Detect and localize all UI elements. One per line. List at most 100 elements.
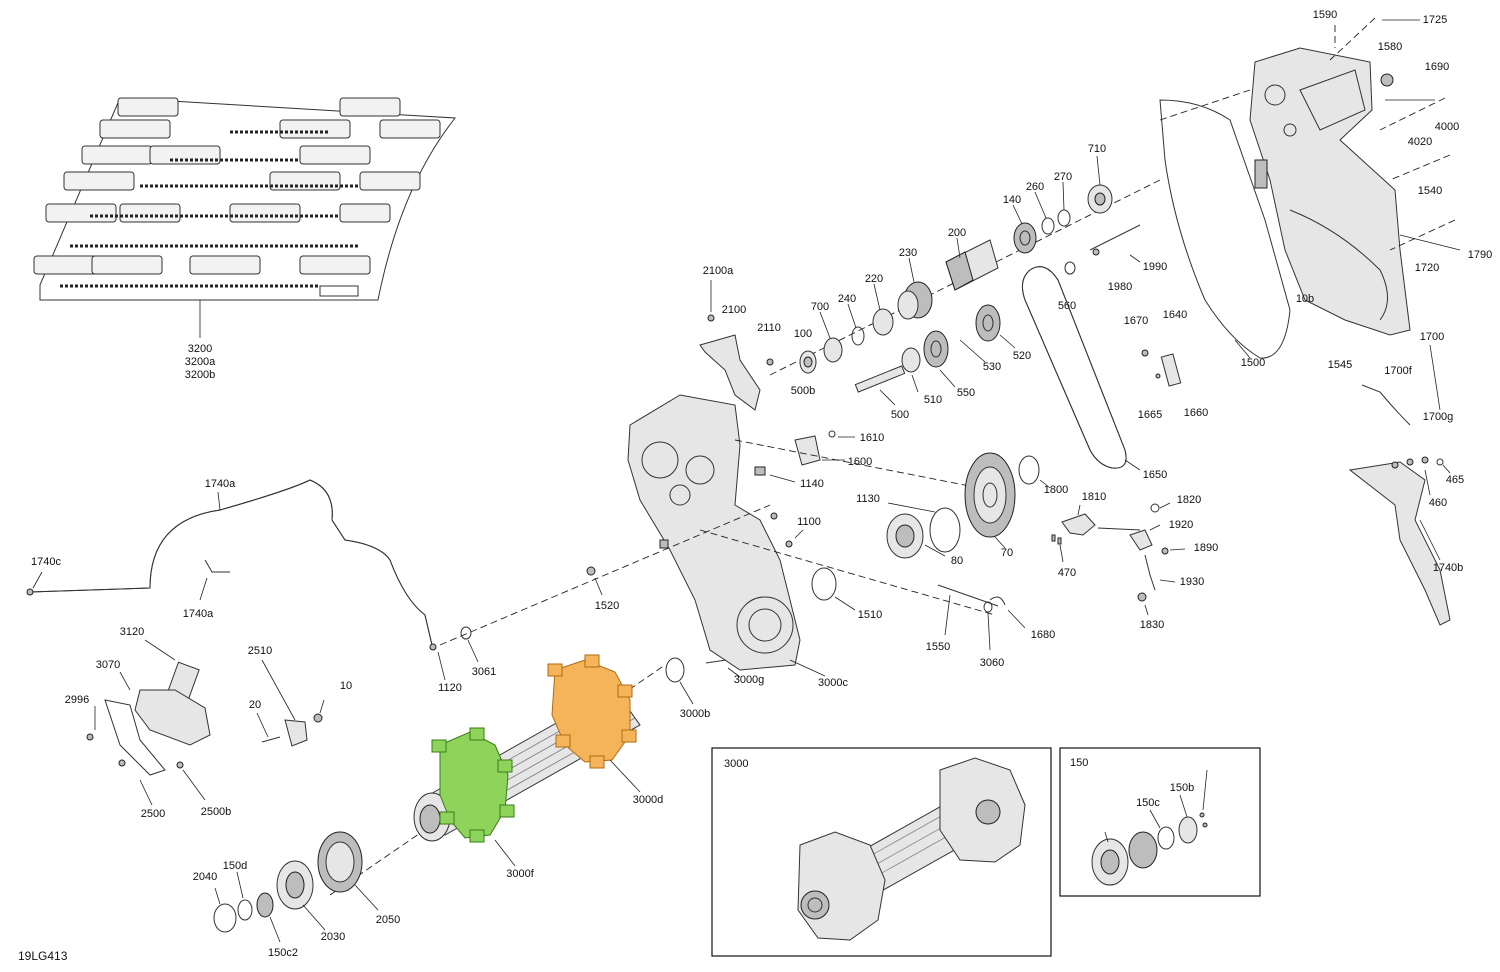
gear-230 bbox=[897, 281, 933, 320]
callout-1650: 1610 bbox=[860, 432, 884, 444]
callout-70: 1520 bbox=[595, 600, 619, 612]
callout-3200b: 3200b bbox=[185, 369, 216, 381]
sprocket-3000b bbox=[431, 727, 515, 843]
callout-3060: 3120 bbox=[120, 626, 144, 638]
callout-2030: 150d bbox=[223, 860, 247, 872]
ring-3000g bbox=[665, 657, 685, 683]
callout-1830: 470 bbox=[1058, 567, 1076, 579]
callout-1710: 1500 bbox=[1241, 357, 1265, 369]
circlip-270 bbox=[1057, 209, 1071, 227]
callout-1660: 1660 bbox=[1184, 407, 1208, 419]
bracket-2100 bbox=[699, 314, 774, 411]
callout-2040: 150c2 bbox=[268, 947, 298, 959]
callout-270: 270 bbox=[1054, 171, 1072, 183]
callout-1665: 1665 bbox=[1138, 409, 1162, 421]
callout-1810: 1820 bbox=[1177, 494, 1201, 506]
callout-4020: 4020 bbox=[1408, 136, 1432, 148]
callout-1820: 1920 bbox=[1169, 519, 1193, 531]
washer-260 bbox=[1041, 217, 1055, 235]
callout-500b: 500b bbox=[791, 385, 815, 397]
callout-1610: 1600 bbox=[848, 456, 872, 468]
callout-10b: 10b bbox=[1296, 293, 1314, 305]
callout-1890: 1930 bbox=[1180, 576, 1204, 588]
callout-700: 700 bbox=[811, 301, 829, 313]
callout-3200a: 3200a bbox=[185, 356, 216, 368]
callout-710: 710 bbox=[1088, 143, 1106, 155]
callout-2050: 2040 bbox=[193, 871, 217, 883]
callout-4000: 4000 bbox=[1435, 121, 1459, 133]
callout-1990: 1990 bbox=[1143, 261, 1167, 273]
gear-2040 bbox=[256, 892, 274, 918]
seal-700 bbox=[823, 337, 843, 363]
gear-140 bbox=[1013, 222, 1037, 254]
callout-3000b: 3000f bbox=[506, 868, 534, 880]
callout-1600: 1140 bbox=[800, 478, 824, 490]
callout-3070: 2500 bbox=[141, 808, 165, 820]
callout-2996: 2500b bbox=[201, 806, 232, 818]
callout-470: 465 bbox=[1446, 474, 1464, 486]
callout-230: 230 bbox=[899, 247, 917, 259]
callout-1540: 1540 bbox=[1418, 185, 1442, 197]
callout-560: 560 bbox=[1058, 300, 1076, 312]
callout-1980: 1980 bbox=[1108, 281, 1132, 293]
callout-1800: 1810 bbox=[1082, 491, 1106, 503]
gear-520 bbox=[975, 304, 1001, 342]
lever-2500 bbox=[284, 719, 308, 747]
callout-200: 200 bbox=[948, 227, 966, 239]
callout-2110: 2110 bbox=[757, 322, 781, 334]
callout-150d: 150c bbox=[1136, 797, 1160, 809]
bearing-220 bbox=[872, 308, 894, 336]
bearing-housing-3000d bbox=[317, 831, 363, 893]
callout-150c2: 150b bbox=[1170, 782, 1194, 794]
callout-460: 1740b bbox=[1433, 562, 1464, 574]
seal-3000f bbox=[276, 860, 314, 910]
inset-3000 bbox=[711, 747, 1052, 957]
callout-100: 100 bbox=[794, 328, 812, 340]
shift-fork-1800 bbox=[1051, 503, 1169, 602]
inset-150 bbox=[1059, 747, 1261, 897]
callout-1740a-2: 1120 bbox=[438, 682, 462, 694]
callout-1500: 1650 bbox=[1143, 469, 1167, 481]
callout-1140: 1800 bbox=[1044, 484, 1068, 496]
callout-140: 140 bbox=[1003, 194, 1021, 206]
callout-2100: 2100 bbox=[722, 304, 746, 316]
callout-1690: 1690 bbox=[1425, 61, 1449, 73]
callout-1740c: 1740a bbox=[183, 608, 214, 620]
callout-1100: 1510 bbox=[858, 609, 882, 621]
callout-3000c: 3000d bbox=[633, 794, 664, 806]
callout-1640: 1640 bbox=[1163, 309, 1187, 321]
callout-1740a: 1740c bbox=[31, 556, 61, 568]
callout-1700f: 1700f bbox=[1384, 365, 1412, 377]
shaft-200 bbox=[945, 239, 999, 291]
washer-240 bbox=[851, 326, 865, 346]
callout-220: 220 bbox=[865, 273, 883, 285]
callout-2510: 10 bbox=[340, 680, 352, 692]
ring-1140 bbox=[1018, 455, 1040, 485]
sprocket-3000c bbox=[547, 654, 637, 769]
callout-1130: 70 bbox=[1001, 547, 1013, 559]
bearing-150 bbox=[886, 513, 924, 559]
gasket-1710 bbox=[1159, 99, 1291, 359]
callout-465: 460 bbox=[1429, 497, 1447, 509]
sensor-1610 bbox=[794, 435, 821, 466]
callout-530: 530 bbox=[983, 361, 1001, 373]
callout-1700: 1700 bbox=[1420, 331, 1444, 343]
callout-1510: 1680 bbox=[1031, 629, 1055, 641]
plug-1600 bbox=[754, 466, 766, 476]
callout-2500: 2510 bbox=[248, 645, 272, 657]
track-illustration bbox=[33, 97, 456, 338]
callout-510: 510 bbox=[924, 394, 942, 406]
callout-520: 520 bbox=[1013, 350, 1031, 362]
hose-1740b bbox=[29, 479, 433, 646]
callout-80: 1100 bbox=[797, 516, 821, 528]
actuator-3060 bbox=[86, 661, 211, 776]
inset-3000-title: 3000 bbox=[724, 758, 748, 770]
arm-460 bbox=[1348, 456, 1451, 626]
callout-3061: 3070 bbox=[96, 659, 120, 671]
chaincase-inner bbox=[627, 394, 801, 671]
callout-10: 3000c bbox=[818, 677, 848, 689]
callout-1670: 1670 bbox=[1124, 315, 1148, 327]
callout-1520: 1550 bbox=[926, 641, 950, 653]
callout-1740b: 1740a bbox=[205, 478, 236, 490]
shaft-500 bbox=[854, 365, 906, 393]
